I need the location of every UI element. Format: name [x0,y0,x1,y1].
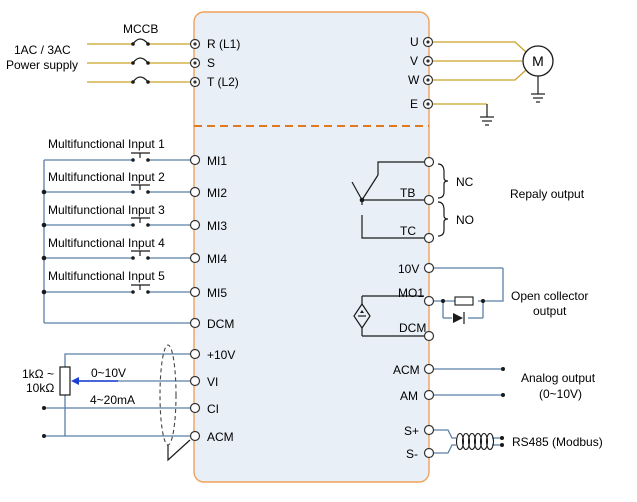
rs485-title: RS485 (Modbus) [512,435,603,449]
open-collector-title-line2: output [533,304,567,318]
terminal-acm-out: ACM [393,363,435,377]
relay-contacts [351,156,449,244]
multifunctional-input-5-label: Multifunctional Input 5 [48,269,165,283]
terminal-10v-out-label: 10V [398,262,419,276]
relay-tc-label: TC [400,224,416,238]
terminal-10v-in: +10V [189,348,235,362]
terminal-mi3-label: MI3 [207,219,227,233]
multifunctional-input-1-label: Multifunctional Input 1 [48,137,165,151]
pot-label-line1: 1kΩ ~ [22,367,54,381]
terminal-acm-in: ACM [189,430,234,444]
terminal-mi3: MI3 [189,219,227,233]
terminal-r: R (L1) [189,37,240,51]
multifunctional-input-2-label: Multifunctional Input 2 [48,170,165,184]
terminal-ci-label: CI [207,402,219,416]
terminal-dcm-output-label: DCM [399,321,426,335]
terminal-w-label: W [408,73,420,87]
terminal-e: E [410,97,434,111]
relay-output-title: Repaly output [510,187,585,201]
transistor-bridge-icon [353,295,424,337]
mccb-label: MCCB [123,22,158,36]
terminal-dcm-input: DCM [189,317,234,331]
terminal-e-label: E [410,97,418,111]
terminal-acm-out-label: ACM [393,363,420,377]
terminal-s-plus-label: S+ [404,424,419,438]
terminal-r-label: R (L1) [207,37,240,51]
relay-no-label: NO [456,213,474,227]
terminal-acm-in-label: ACM [207,430,234,444]
power-wires [87,38,190,84]
motor-wires [433,41,545,126]
terminal-w: W [408,73,434,87]
terminal-mi1: MI1 [189,154,227,168]
voltage-input-label: 0~10V [91,366,126,380]
terminal-s-label: S [207,56,215,70]
multifunctional-input-3-label: Multifunctional Input 3 [48,203,165,217]
terminal-dcm-input-label: DCM [207,317,234,331]
potentiometer-icon [59,366,118,396]
resistor-icon [454,296,474,306]
terminal-u: U [410,35,434,49]
terminal-u-label: U [410,35,419,49]
rs485-wiring [433,429,504,454]
terminal-mi4: MI4 [189,252,227,266]
terminal-mi5: MI5 [189,286,227,300]
open-collector-wiring [433,267,504,319]
relay-nc-label: NC [456,175,474,189]
multifunctional-input-4-label: Multifunctional Input 4 [48,236,165,250]
open-collector-title-line1: Open collector [511,289,588,303]
terminal-mi2: MI2 [189,186,227,200]
analog-output-title-line2: (0~10V) [539,387,582,401]
terminal-ci: CI [189,402,219,416]
diode-icon [453,312,465,324]
pot-label-line2: 10kΩ [26,381,54,395]
supply-label-line2: Power supply [6,58,78,72]
supply-label-line1: 1AC / 3AC [14,43,71,57]
terminal-am-label: AM [400,389,418,403]
analog-output-title-line1: Analog output [521,371,596,385]
terminal-s: S [189,56,215,70]
analog-output-wiring [433,367,505,397]
motor-icon: M [522,45,554,77]
terminal-mi4-label: MI4 [207,252,227,266]
terminal-s-minus-label: S- [406,447,418,461]
terminal-vi-label: VI [207,375,218,389]
terminal-mi2-label: MI2 [207,186,227,200]
terminal-vi: VI [189,375,218,389]
terminal-10v-in-label: +10V [207,348,235,362]
terminal-10v-out: 10V [398,262,435,276]
drive-panel [193,11,430,483]
terminal-mo1-label: MO1 [398,286,424,300]
terminal-s-minus: S- [406,447,435,461]
terminal-t-label: T (L2) [207,75,239,89]
current-input-label: 4~20mA [90,393,135,407]
terminal-v-label: V [410,54,418,68]
terminal-t: T (L2) [189,75,239,89]
motor-symbol: M [532,53,544,69]
terminal-mi1-label: MI1 [207,154,227,168]
terminal-v: V [410,54,434,68]
terminal-mi5-label: MI5 [207,286,227,300]
digital-input-wiring [41,152,190,324]
choke-coil-icon [455,432,495,451]
terminal-s-plus: S+ [404,424,435,438]
analog-input-wiring [42,344,191,462]
terminal-dcm-output: DCM [399,321,435,342]
relay-tb-label: TB [400,186,415,200]
terminal-am: AM [400,389,435,403]
terminal-mo1: MO1 [398,286,435,307]
